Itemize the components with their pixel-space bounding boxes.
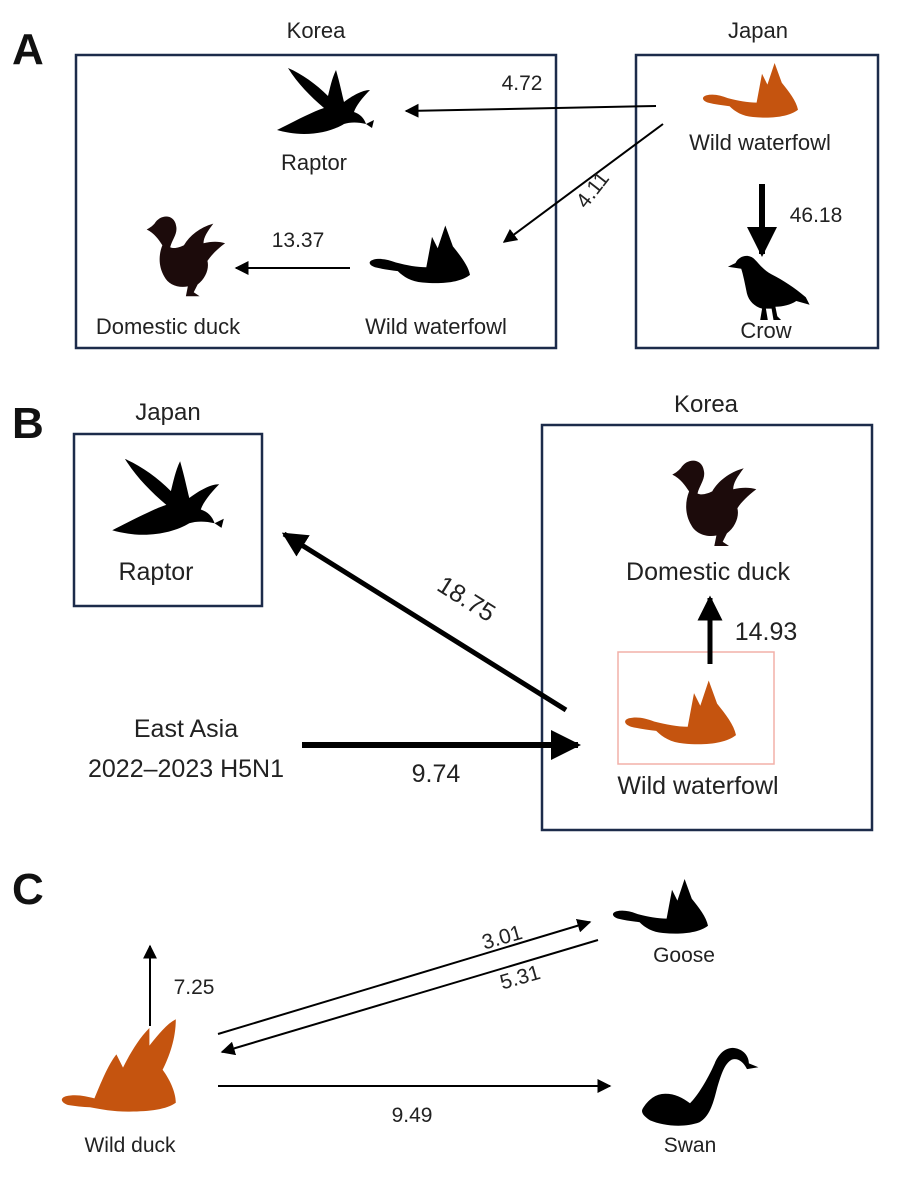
node-raptor-b: Raptor bbox=[118, 558, 193, 586]
node-wild-waterfowl-b: Wild waterfowl bbox=[617, 772, 778, 800]
rate-japan-to-korea-waterfowl: 4.11 bbox=[572, 167, 614, 212]
node-wild-waterfowl-korea: Wild waterfowl bbox=[365, 314, 507, 339]
edge-waterfowl-to-raptor-b bbox=[281, 531, 568, 713]
rate-japan-to-raptor: 4.72 bbox=[502, 72, 543, 95]
rate-waterfowl-to-domestic: 13.37 bbox=[272, 229, 325, 252]
rate-goose-to-duck: 5.31 bbox=[497, 961, 543, 994]
wild-waterfowl-highlight-icon bbox=[702, 63, 798, 118]
source-east-asia: East Asia bbox=[134, 715, 238, 743]
panel-a-letter: A bbox=[12, 25, 44, 74]
domestic-duck-icon bbox=[146, 216, 226, 297]
edge-duck-to-goose bbox=[217, 918, 592, 1035]
crow-icon bbox=[727, 255, 810, 320]
panel-a-japan-box bbox=[634, 53, 880, 350]
rate-waterfowl-to-domestic-b: 14.93 bbox=[735, 618, 798, 646]
node-swan: Swan bbox=[664, 1134, 717, 1157]
node-wild-duck: Wild duck bbox=[84, 1134, 176, 1157]
rate-east-asia-to-waterfowl: 9.74 bbox=[412, 760, 461, 788]
rate-waterfowl-to-raptor-b: 18.75 bbox=[432, 571, 500, 628]
wild-duck-icon bbox=[61, 1019, 176, 1112]
swan-icon bbox=[642, 1047, 759, 1126]
panel-b-korea-label: Korea bbox=[674, 391, 739, 418]
node-goose: Goose bbox=[653, 944, 715, 967]
panel-a-korea-box bbox=[74, 53, 558, 350]
edge-japan-to-korea-waterfowl bbox=[502, 123, 664, 243]
goose-icon bbox=[612, 879, 708, 934]
rate-duck-to-swan: 9.49 bbox=[392, 1104, 433, 1127]
node-domestic-duck-b: Domestic duck bbox=[626, 558, 790, 586]
raptor-icon bbox=[112, 458, 224, 535]
panel-a-korea-label: Korea bbox=[287, 18, 346, 43]
raptor-icon bbox=[277, 68, 374, 134]
node-wild-waterfowl-japan: Wild waterfowl bbox=[689, 130, 831, 155]
panel-a-japan-label: Japan bbox=[728, 18, 788, 43]
edge-goose-to-duck bbox=[220, 939, 599, 1056]
wild-waterfowl-icon bbox=[369, 225, 470, 284]
panel-b-korea-box bbox=[540, 423, 874, 832]
panel-b-japan-label: Japan bbox=[135, 399, 200, 426]
rate-duck-to-goose: 3.01 bbox=[479, 921, 525, 954]
node-domestic-duck-a: Domestic duck bbox=[96, 314, 241, 339]
domestic-duck-icon bbox=[672, 460, 757, 546]
panel-c-letter: C bbox=[12, 865, 44, 914]
node-crow: Crow bbox=[740, 318, 791, 343]
panel-b-letter: B bbox=[12, 399, 44, 448]
rate-wild-duck-up: 7.25 bbox=[174, 976, 215, 999]
wild-waterfowl-highlight-icon bbox=[625, 680, 736, 745]
node-raptor-a: Raptor bbox=[281, 150, 347, 175]
panel-b-japan-box bbox=[72, 432, 264, 608]
highlight-waterfowl-box bbox=[617, 651, 775, 765]
edge-japan-to-raptor bbox=[404, 103, 657, 118]
source-h5n1: 2022–2023 H5N1 bbox=[88, 755, 284, 783]
rate-waterfowl-to-crow: 46.18 bbox=[790, 204, 843, 227]
